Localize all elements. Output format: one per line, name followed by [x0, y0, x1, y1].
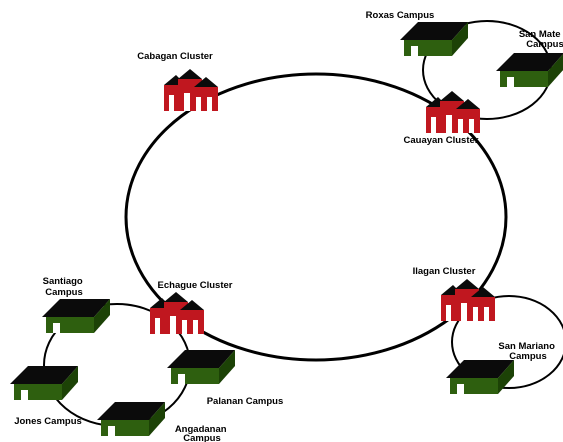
- palanan-campus-icon: [167, 350, 235, 384]
- angadanan-campus-icon: [97, 402, 165, 436]
- san-mariano-campus-label: San Mariano Campus: [498, 341, 557, 362]
- ilagan-subring: [451, 295, 563, 389]
- santiago-campus-icon: [42, 299, 110, 333]
- san-mateo-campus-label: San Mate Campus: [519, 29, 563, 50]
- santiago-campus-label: Santiago Campus: [43, 276, 86, 298]
- jones-campus-icon: [10, 366, 78, 400]
- san-mariano-campus-icon: [446, 360, 514, 394]
- cabagan-cluster-label: Cabagan Cluster: [137, 51, 213, 62]
- roxas-campus-label: Roxas Campus: [366, 10, 435, 21]
- palanan-campus-label: Palanan Campus: [207, 396, 284, 407]
- san-mateo-campus-icon: [496, 53, 563, 87]
- angadanan-campus-label: Angadanan Campus: [175, 424, 229, 442]
- jones-campus-label: Jones Campus: [14, 416, 82, 427]
- echague-cluster-label: Echague Cluster: [158, 280, 233, 291]
- ilagan-cluster-label: Ilagan Cluster: [413, 266, 476, 277]
- cauayan-cluster-label: Cauayan Cluster: [404, 135, 479, 146]
- cabagan-cluster-icon: [164, 69, 218, 111]
- main-ring: [124, 72, 508, 362]
- roxas-campus-icon: [400, 22, 468, 56]
- ilagan-cluster-icon: [441, 279, 495, 321]
